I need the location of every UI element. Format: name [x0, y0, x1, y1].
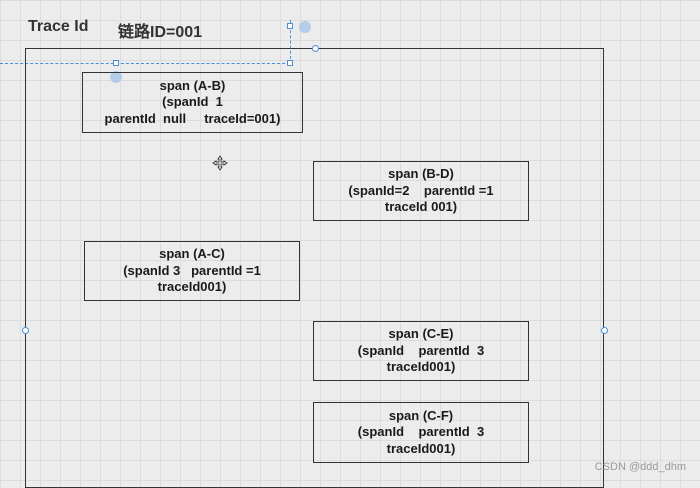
span-a-c-title: span (A-C) — [159, 246, 225, 262]
span-c-f-line3: traceId001) — [386, 440, 456, 456]
span-b-d-line3: traceId 001) — [384, 199, 458, 215]
span-c-e-line3: traceId001) — [386, 359, 456, 375]
trace-id-value: 链路ID=001 — [118, 24, 203, 41]
move-cursor-icon — [212, 155, 228, 176]
span-box-c-e[interactable]: span (C-E) (spanId parentId 3 traceId001… — [313, 321, 529, 381]
selection-handle-corner-left[interactable] — [113, 60, 119, 66]
span-a-c-line3: traceId001) — [157, 279, 227, 295]
span-c-f-line2: (spanId parentId 3 — [357, 424, 485, 440]
frame-handle-right[interactable] — [601, 327, 608, 334]
connection-point-icon-2[interactable] — [110, 71, 122, 83]
connection-point-icon[interactable] — [299, 21, 311, 33]
span-b-d-line2: (spanId=2 parentId =1 — [348, 182, 494, 198]
span-box-a-c[interactable]: span (A-C) (spanId 3 parentId =1 traceId… — [84, 241, 300, 301]
span-a-b-line3: parentId null traceId=001) — [104, 110, 281, 126]
selection-handle-corner-right[interactable] — [287, 60, 293, 66]
trace-id-label: Trace Id — [28, 18, 89, 35]
frame-handle-left[interactable] — [22, 327, 29, 334]
csdn-watermark: CSDN @ddd_dhm — [594, 461, 686, 473]
frame-handle-top[interactable] — [312, 45, 319, 52]
selection-handle-top[interactable] — [287, 23, 293, 29]
span-b-d-title: span (B-D) — [388, 166, 454, 182]
span-c-e-line2: (spanId parentId 3 — [357, 342, 485, 358]
span-c-f-title: span (C-F) — [388, 407, 454, 423]
span-c-e-title: span (C-E) — [388, 326, 454, 342]
selection-guide-horizontal — [0, 63, 290, 64]
span-box-c-f[interactable]: span (C-F) (spanId parentId 3 traceId001… — [313, 402, 529, 463]
span-box-b-d[interactable]: span (B-D) (spanId=2 parentId =1 traceId… — [313, 161, 529, 221]
span-a-b-title: span (A-B) — [159, 77, 226, 93]
span-a-c-line2: (spanId 3 parentId =1 — [123, 262, 261, 278]
span-box-a-b[interactable]: span (A-B) (spanId 1 parentId null trace… — [82, 72, 303, 133]
span-a-b-line2: (spanId 1 — [162, 94, 223, 110]
selection-guide-vertical — [290, 20, 291, 64]
